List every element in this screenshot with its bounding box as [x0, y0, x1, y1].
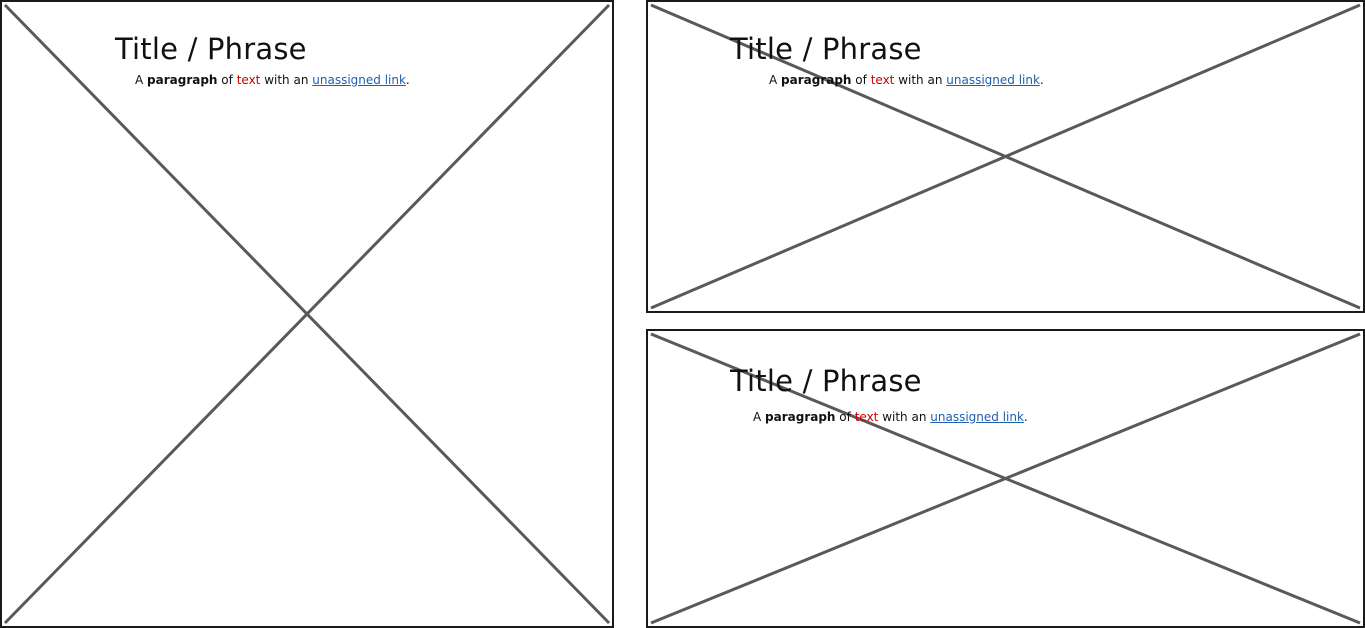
page-title: Title / Phrase	[115, 32, 307, 66]
image-placeholder-icon	[650, 3, 1361, 310]
paragraph-before-link: with an	[894, 73, 947, 87]
paragraph-text: A paragraph of text with an unassigned l…	[135, 73, 410, 87]
paragraph-text: A paragraph of text with an unassigned l…	[769, 73, 1044, 87]
image-placeholder-icon	[3, 3, 611, 625]
unassigned-link[interactable]: unassigned link	[946, 73, 1040, 87]
paragraph-suffix: .	[405, 73, 410, 87]
paragraph-before-link: with an	[878, 410, 931, 424]
paragraph-suffix: .	[1039, 73, 1044, 87]
paragraph-bold-text: paragraph	[781, 73, 852, 87]
paragraph-red-text: text	[236, 73, 261, 87]
page-title: Title / Phrase	[730, 364, 922, 398]
paragraph-bold-text: paragraph	[765, 410, 836, 424]
paragraph-prefix: A	[135, 73, 148, 87]
paragraph-prefix: A	[769, 73, 782, 87]
image-placeholder-left: Title / Phrase A paragraph of text with …	[0, 0, 614, 628]
unassigned-link[interactable]: unassigned link	[312, 73, 406, 87]
paragraph-prefix: A	[753, 410, 766, 424]
paragraph-red-text: text	[870, 73, 895, 87]
paragraph-middle: of	[835, 410, 855, 424]
unassigned-link[interactable]: unassigned link	[930, 410, 1024, 424]
paragraph-text: A paragraph of text with an unassigned l…	[753, 410, 1028, 424]
image-placeholder-icon	[650, 332, 1361, 625]
paragraph-red-text: text	[854, 410, 879, 424]
paragraph-suffix: .	[1023, 410, 1028, 424]
image-placeholder-bottom-right: Title / Phrase A paragraph of text with …	[646, 329, 1365, 628]
page-title: Title / Phrase	[730, 32, 922, 66]
image-placeholder-top-right: Title / Phrase A paragraph of text with …	[646, 0, 1365, 313]
paragraph-middle: of	[217, 73, 237, 87]
paragraph-bold-text: paragraph	[147, 73, 218, 87]
paragraph-before-link: with an	[260, 73, 313, 87]
paragraph-middle: of	[851, 73, 871, 87]
